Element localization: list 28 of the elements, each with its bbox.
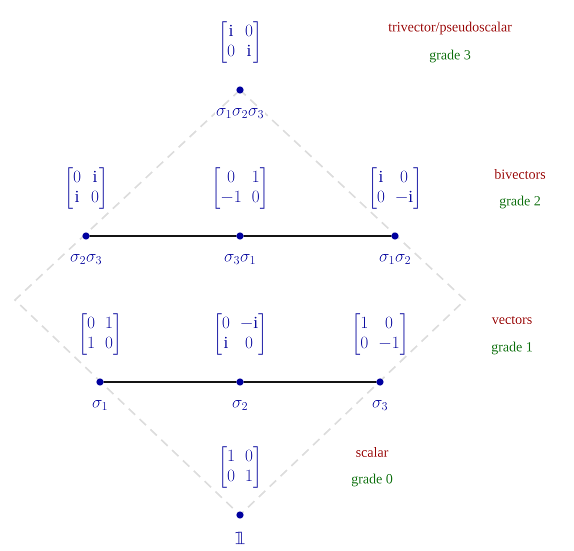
basis-label: $\sigma_2$ — [231, 398, 249, 411]
matrix: $\begin{bmatrix}0 & -\mathrm{i}\\ \mathrm{i} & 0\end{bmatrix}$ — [217, 313, 263, 355]
category-label: scalar — [356, 447, 388, 457]
basis-label: $𝟙$ — [234, 530, 246, 546]
grade-label: grade 1 — [492, 342, 532, 354]
matrix: $\begin{bmatrix}0 & 1\\ 1 & 0\end{bmatrix}$ — [82, 313, 118, 355]
matrix: $\begin{bmatrix}1 & 0\\ 0 & -1\end{bmatrix}$ — [356, 313, 404, 355]
matrix: $\begin{bmatrix}0 & \mathrm{i}\\ \mathrm{i} & 0\end{bmatrix}$ — [68, 167, 104, 209]
matrix: $\begin{bmatrix}0 & 1\\ -1 & 0\end{bmatrix}$ — [216, 167, 264, 209]
basis-label: $\sigma_3$ — [371, 398, 389, 411]
matrix: $\begin{bmatrix}1 & 0\\ 0 & 1\end{bmatrix}$ — [222, 446, 258, 488]
basis-label: $\sigma_3\sigma_1$ — [223, 252, 257, 265]
matrix: $\begin{bmatrix}\mathrm{i} & 0\\ 0 & \mathrm{i}\end{bmatrix}$ — [222, 21, 258, 63]
connector-line — [244, 235, 392, 237]
basis-label: $\sigma_1$ — [91, 398, 109, 411]
category-label: trivector/pseudoscalar — [388, 22, 512, 34]
category-label: vectors — [492, 316, 532, 324]
basis-label: $\sigma_1\sigma_2\sigma_3$ — [215, 106, 265, 119]
basis-label: $\sigma_2\sigma_3$ — [69, 252, 103, 265]
connector-line — [104, 381, 236, 383]
connector-line — [90, 235, 236, 237]
matrix: $\begin{bmatrix}\mathrm{i} & 0\\ 0 & -\mathrm{i}\end{bmatrix}$ — [372, 167, 418, 209]
grade-label: grade 2 — [500, 196, 540, 208]
grade-label: grade 0 — [352, 474, 392, 486]
grade-label: grade 3 — [430, 50, 470, 62]
category-label: bivectors — [494, 169, 546, 179]
basis-label: $\sigma_1\sigma_2$ — [378, 252, 412, 265]
connector-line — [244, 381, 376, 383]
